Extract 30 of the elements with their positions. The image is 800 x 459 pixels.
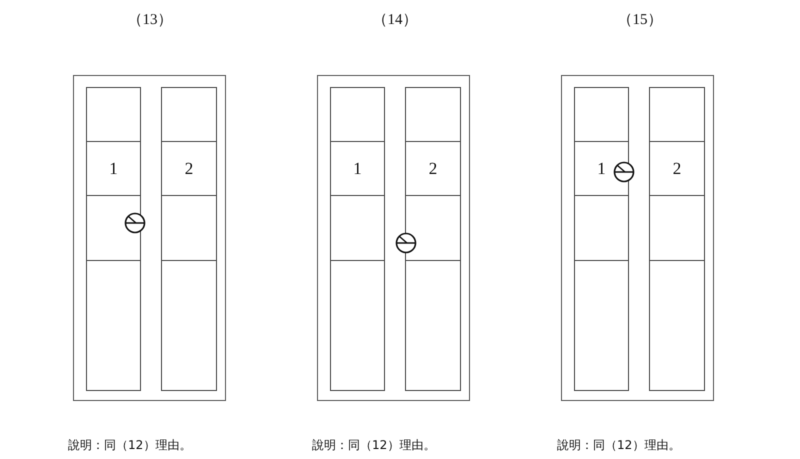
panel-heading: （15） <box>618 11 662 29</box>
note-text: 說明：同（12）理由。 <box>68 437 192 454</box>
cabinet-cell: 2 <box>649 141 705 196</box>
cabinet-cell <box>161 260 217 391</box>
cabinet-cell <box>574 260 629 391</box>
cabinet-cell <box>649 195 705 261</box>
cabinet-cell <box>330 195 385 261</box>
cabinet-cell <box>86 260 141 391</box>
cabinet-frame <box>561 75 714 401</box>
cabinet-cell: 2 <box>161 141 217 196</box>
cabinet-cell <box>330 260 385 391</box>
panel-heading: （14） <box>372 11 418 29</box>
note-text: 說明：同（12）理由。 <box>557 437 680 454</box>
cabinet-cell: 1 <box>86 141 141 196</box>
cabinet-frame <box>73 75 226 401</box>
cabinet-cell <box>330 87 385 142</box>
note-text: 說明：同（12）理由。 <box>312 437 436 454</box>
panel-heading: （13） <box>128 11 172 29</box>
cabinet-cell <box>405 260 461 391</box>
cabinet-cell <box>86 87 141 142</box>
cabinet-cell <box>161 87 217 142</box>
cabinet-cell <box>405 87 461 142</box>
cabinet-cell <box>574 195 629 261</box>
cabinet-cell <box>574 87 629 142</box>
cabinet-cell <box>161 195 217 261</box>
cabinet-cell: 2 <box>405 141 461 196</box>
cabinet-cell: 1 <box>330 141 385 196</box>
cabinet-frame <box>317 75 470 401</box>
cabinet-cell <box>649 87 705 142</box>
cabinet-cell <box>649 260 705 391</box>
